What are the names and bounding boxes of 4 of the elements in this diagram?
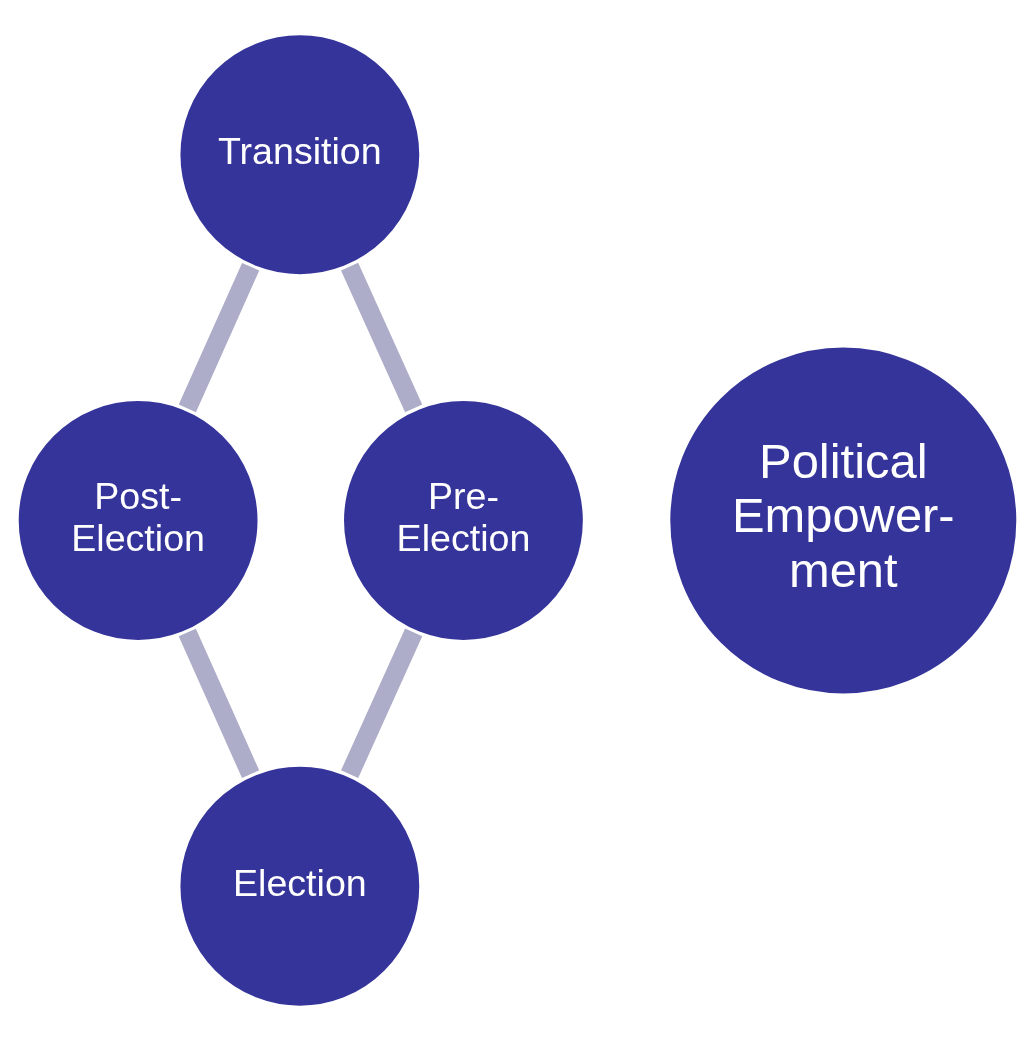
- connector: [341, 262, 423, 412]
- connector: [178, 262, 260, 412]
- connector: [341, 628, 423, 778]
- connector: [178, 628, 260, 778]
